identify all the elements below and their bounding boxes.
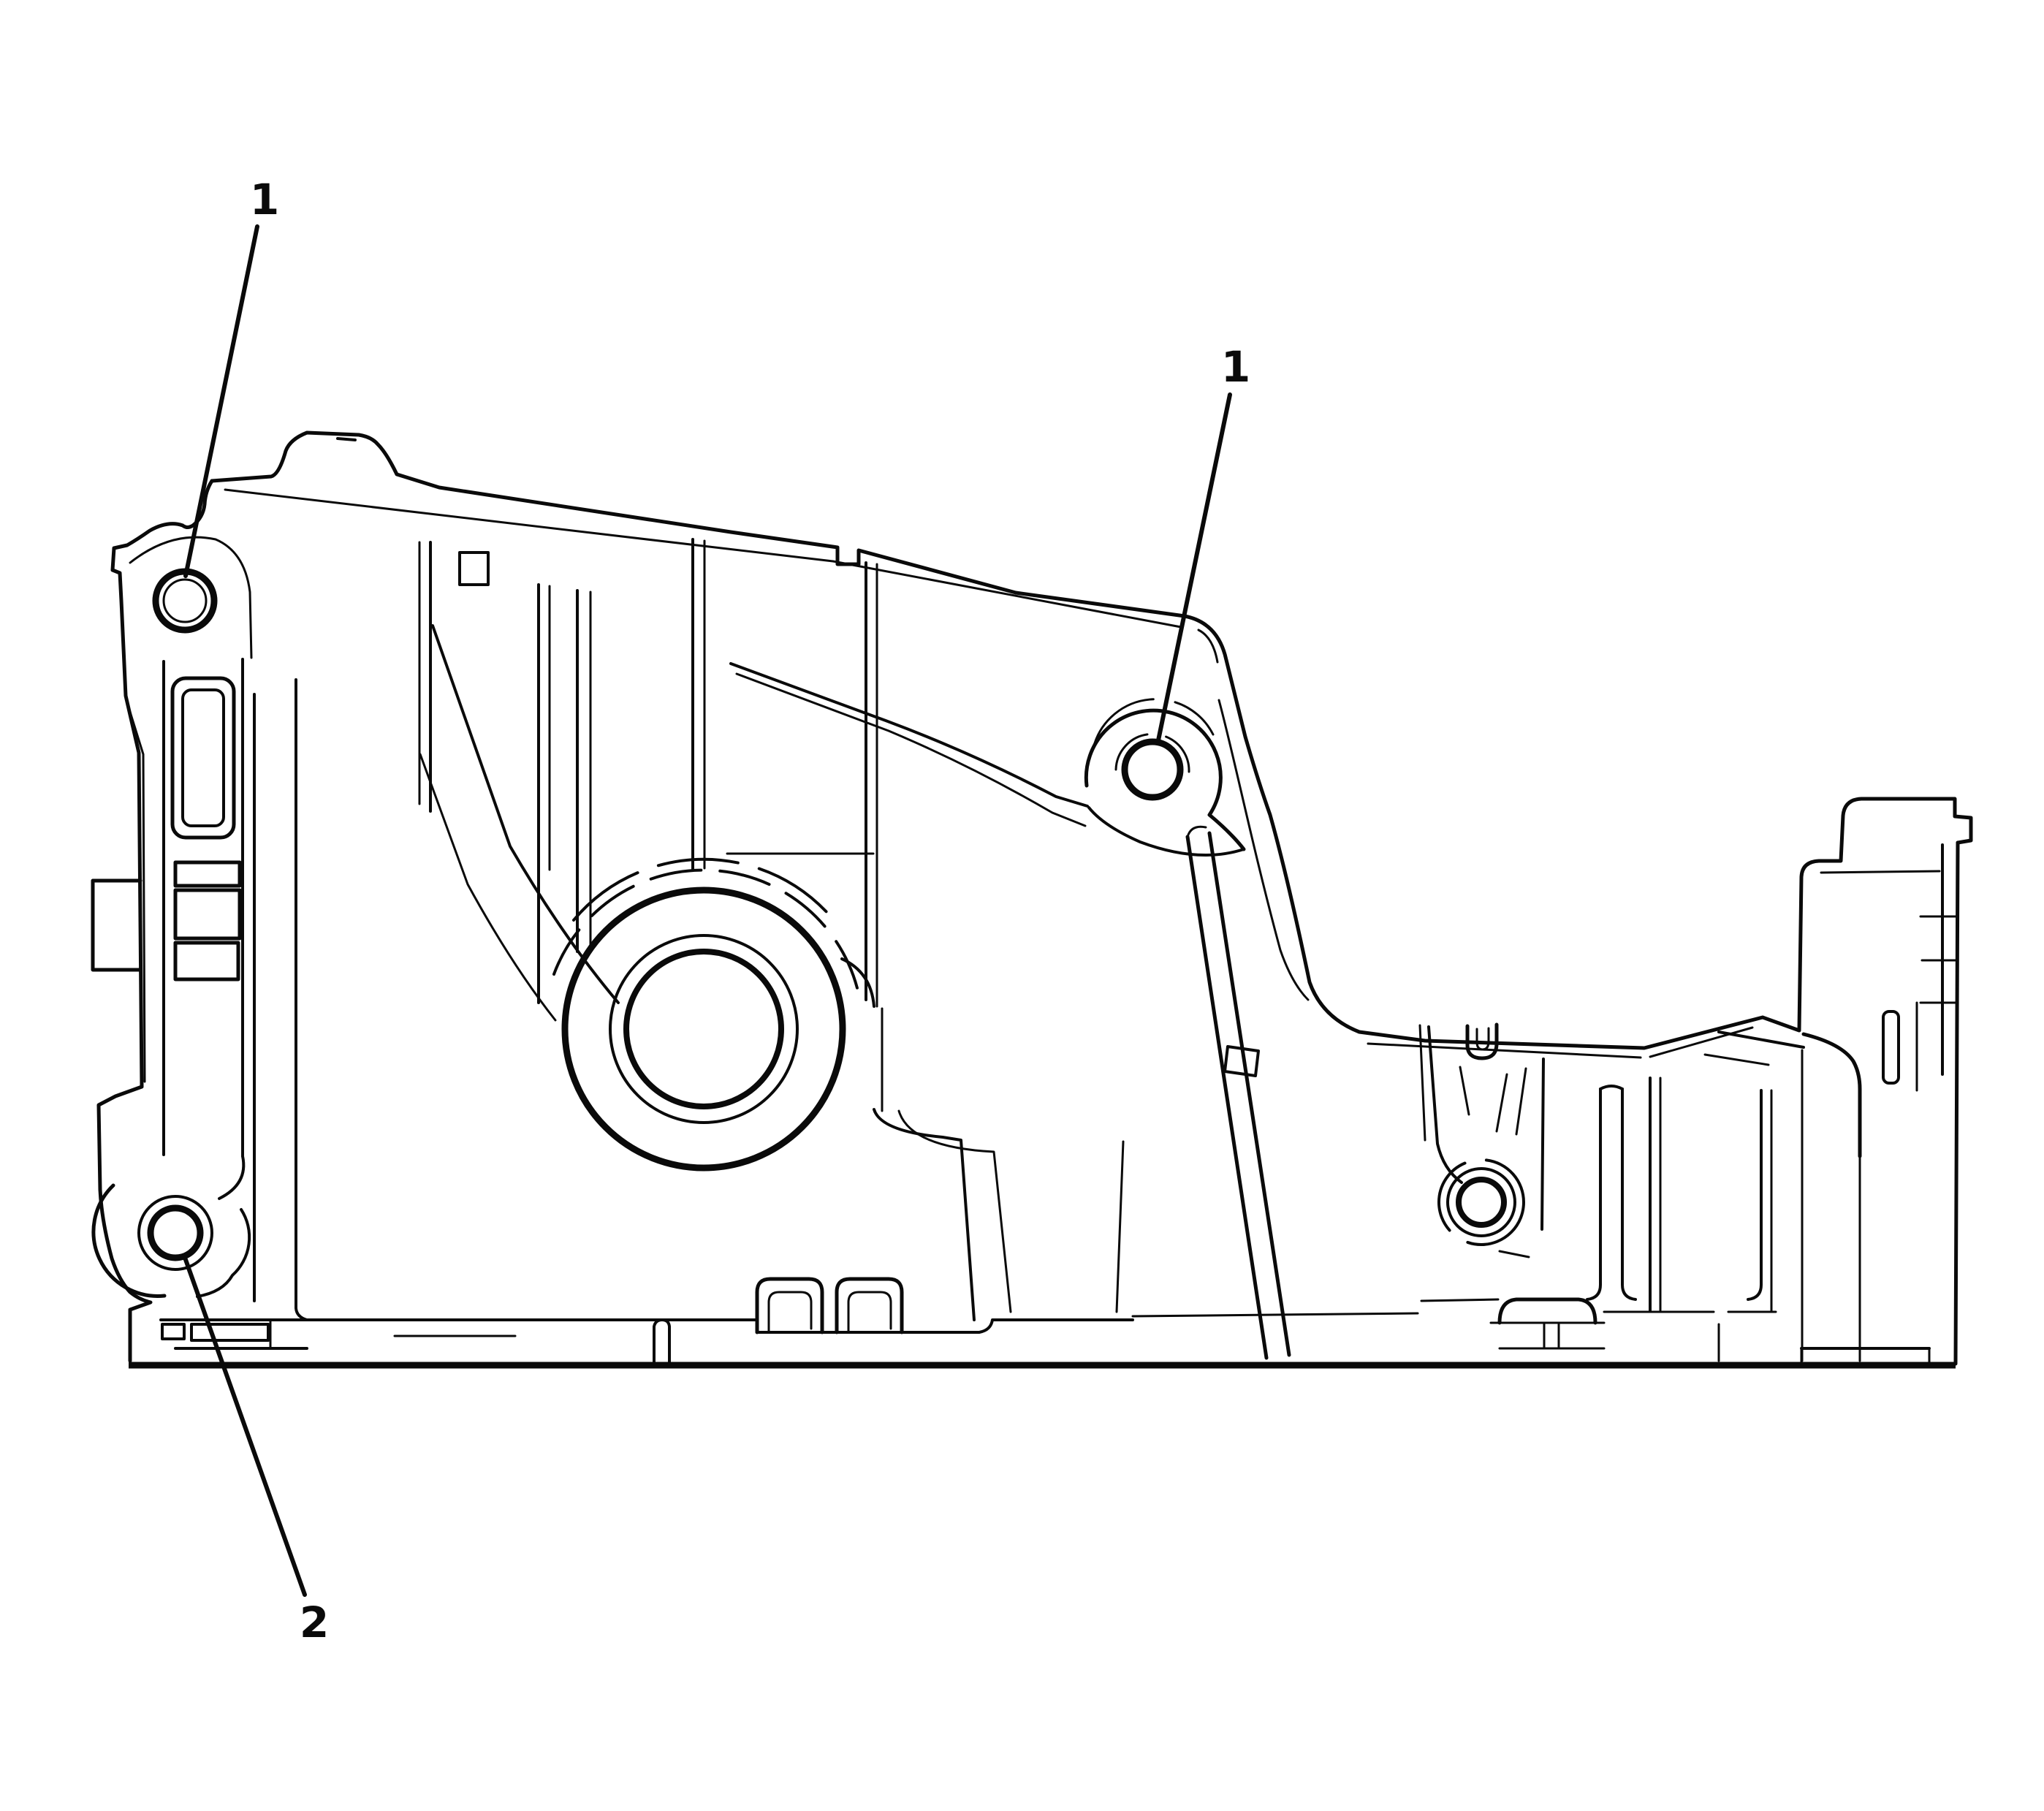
flange-tab-1	[755, 1277, 824, 1334]
leader-line-1-left	[183, 224, 259, 578]
right-wall-inner-line	[1217, 699, 1310, 1001]
callout-1-right: 1	[1156, 342, 1250, 743]
bore-outer-ring	[561, 886, 846, 1172]
drain-boss-pocket	[1418, 1024, 1545, 1258]
arm-slot-upper	[170, 676, 236, 840]
left-bracket	[91, 878, 143, 972]
bottom-flange-details	[159, 1277, 1931, 1367]
callout-label-1-right: 1	[1221, 342, 1250, 392]
leader-line-2	[182, 1253, 307, 1597]
left-slotted-arm	[162, 658, 308, 1321]
flange-tab-2	[835, 1277, 904, 1334]
top-center-ribs	[537, 538, 1089, 1008]
drain-boss-hole	[1456, 1177, 1507, 1228]
bolt-hole-1-right	[1121, 738, 1184, 801]
bore-inner-ring	[623, 949, 784, 1109]
central-bore	[552, 857, 1125, 1321]
right-platform	[1801, 843, 1958, 1362]
top-contour	[210, 430, 1973, 1050]
left-contour	[96, 479, 214, 1363]
dipstick-tube	[1185, 825, 1291, 1360]
platform-slot	[1882, 1010, 1900, 1085]
callout-1-left: 1	[183, 175, 279, 578]
right-edge	[1953, 840, 1960, 1366]
top-edge-tab	[458, 551, 490, 586]
part-outline	[96, 430, 1973, 1369]
callout-label-2: 2	[300, 1598, 329, 1647]
left-center-ribs	[418, 541, 620, 1022]
top-edge-details	[224, 437, 1219, 664]
arm-vent-1	[173, 860, 242, 888]
keyhole-tab	[1465, 1022, 1499, 1060]
callout-label-1-left: 1	[250, 175, 279, 224]
arm-vent-3	[173, 941, 240, 982]
leader-line-1-right	[1156, 392, 1232, 743]
tube-clamp	[1223, 1045, 1260, 1077]
callout-2: 2	[182, 1253, 329, 1647]
right-mounting-boss	[1084, 698, 1246, 857]
lower-left-boss	[91, 1183, 251, 1298]
arm-vent-2	[173, 888, 242, 941]
right-vertical-ribs	[1420, 1077, 1777, 1313]
mid-level-edges	[1367, 1026, 1805, 1066]
flange-pad	[1497, 1297, 1597, 1325]
bolt-hole-2	[147, 1204, 204, 1261]
